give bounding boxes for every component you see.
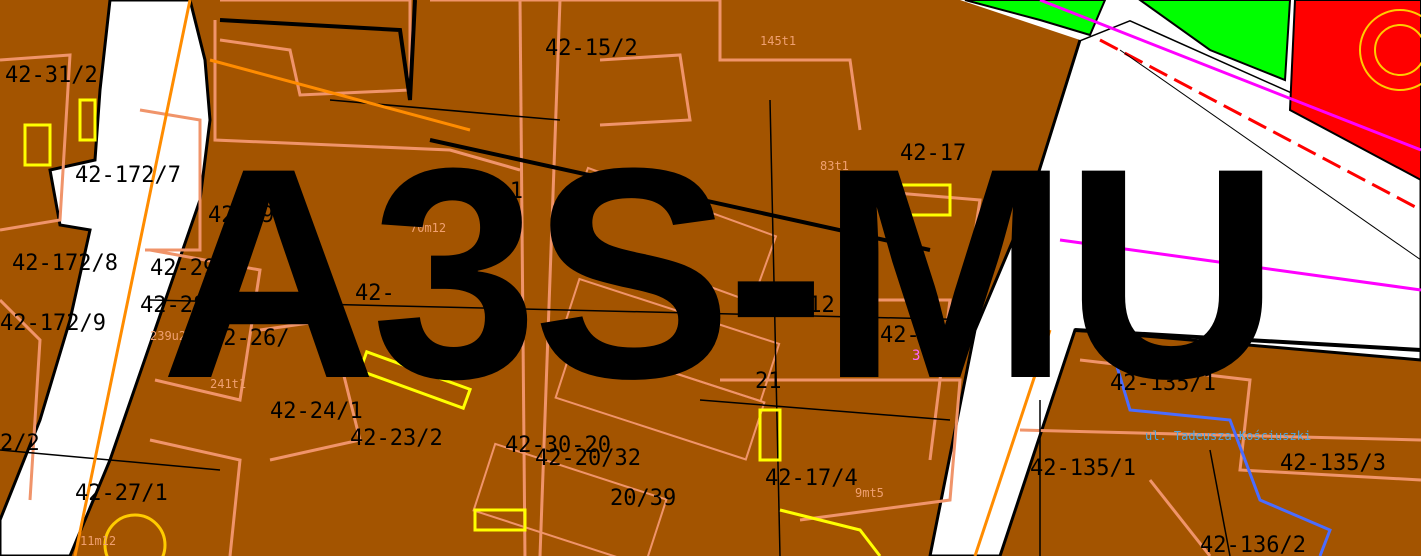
parcel-label: 42-29: [208, 203, 274, 228]
red-zone-rings: [1359, 9, 1421, 91]
parcel-label: 42-172/7: [75, 163, 181, 188]
red-zone: [1288, 0, 1421, 182]
parcel-label: 239u2: [150, 329, 186, 343]
parcel-label: 145t1: [760, 34, 796, 48]
parcel-label: 83t1: [820, 159, 849, 173]
black-line: [1119, 49, 1421, 261]
parcel-label: 42-20/32: [535, 446, 641, 471]
parcel-label: 3: [912, 348, 920, 364]
parcel-label: 21: [755, 369, 782, 394]
black-boundaries: [219, 0, 1421, 352]
parcel-label: 42-24/1: [270, 399, 363, 424]
parcel-label: 70m12: [410, 221, 446, 235]
parcel-label: 42-172/8: [12, 251, 118, 276]
parcel-label: /12: [795, 293, 835, 318]
parcel-label: 42-172/9: [0, 311, 106, 336]
parcel-label: 241t1: [210, 377, 246, 391]
green-zone: [964, 0, 1107, 37]
red-zone-rings-inner: [1374, 24, 1421, 76]
parcel-label: 11m12: [80, 534, 116, 548]
parcel-label: 20/39: [610, 486, 676, 511]
orange-lines: [73, 0, 1052, 556]
parcel-label: 2/2: [0, 431, 40, 456]
parcel-label: 42-15/2: [545, 36, 638, 61]
yellow-highlights: [23, 98, 952, 556]
thin-boundaries: [0, 99, 1231, 556]
parcel-label: 42-135/3: [1280, 451, 1386, 476]
parcel-label: 42-: [355, 281, 395, 306]
building-grid: [472, 166, 781, 556]
parcel-label: 42-136/2: [1200, 533, 1306, 556]
pink-line-2: [1059, 238, 1421, 292]
parcel-label: 42-135/1: [1030, 456, 1136, 481]
parcel-label: 42-16/1: [880, 323, 973, 348]
street-left: [0, 0, 212, 556]
parcel-label: 42-26/: [210, 326, 289, 351]
yellow-rings: [103, 513, 167, 556]
parcel-label: 42-17/4: [765, 466, 858, 491]
blue-outline: [1113, 359, 1332, 556]
parcel-label: 42-30-20: [505, 433, 611, 458]
parcel-label: 9mt5: [855, 486, 884, 500]
parcel-label: 42-29/3: [150, 256, 243, 281]
parcel-label: 42-135/1: [1110, 371, 1216, 396]
parcel-label: 42-31/2: [5, 63, 98, 88]
parcel-label: 42-17: [900, 141, 966, 166]
parcel-label: 42-28/1: [140, 293, 233, 318]
parcel-label: 42-23/2: [350, 426, 443, 451]
pink-line-1: [1039, 0, 1421, 152]
street-name-label: ul. Tadeusza Kościuszki: [1145, 429, 1311, 443]
parcel-label: 42-1: [470, 179, 523, 204]
red-dash-line: [1099, 38, 1421, 212]
parcel-label: 42-27/1: [75, 481, 168, 506]
green-zone-2: [1138, 0, 1292, 82]
